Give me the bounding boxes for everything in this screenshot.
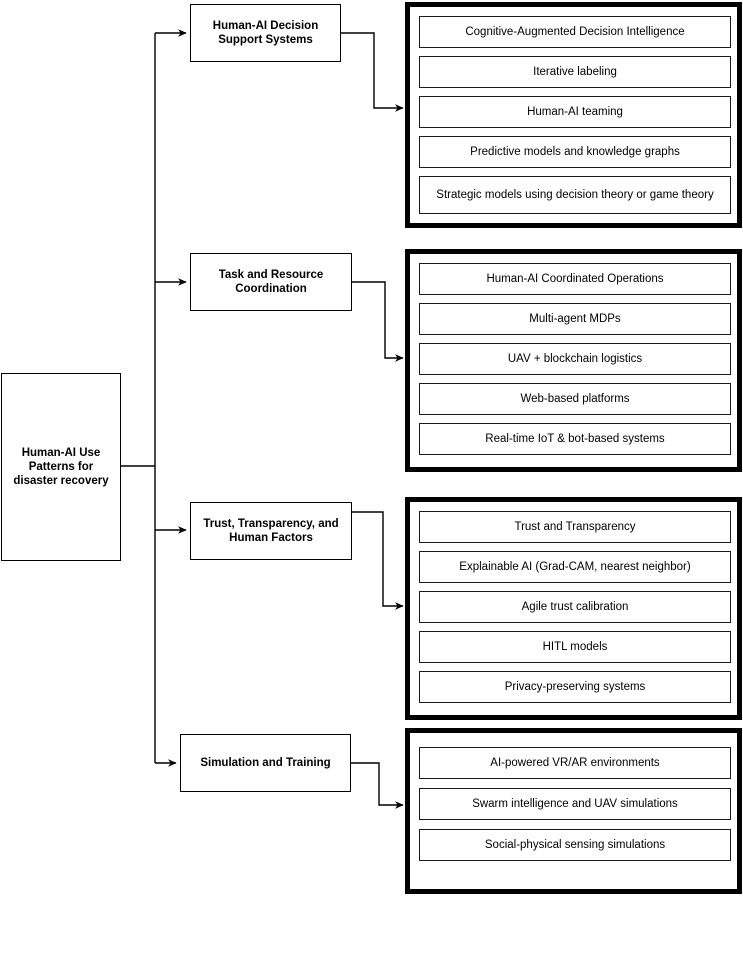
item-node[interactable]: AI-powered VR/AR environments bbox=[419, 747, 731, 779]
item-label: Privacy-preserving systems bbox=[504, 681, 646, 693]
item-node[interactable]: Privacy-preserving systems bbox=[419, 671, 731, 703]
item-label: UAV + blockchain logistics bbox=[507, 353, 643, 365]
item-node[interactable]: Cognitive-Augmented Decision Intelligenc… bbox=[419, 16, 731, 48]
category-label: Simulation and Training bbox=[200, 757, 331, 769]
item-node[interactable]: Human-AI teaming bbox=[419, 96, 731, 128]
edge-category-1-to-group-1 bbox=[341, 32, 404, 112]
category-label: Human-AI Decision Support Systems bbox=[212, 20, 319, 46]
item-label: Explainable AI (Grad-CAM, nearest neighb… bbox=[459, 561, 691, 573]
item-label: Human-AI teaming bbox=[527, 106, 623, 118]
item-node[interactable]: Iterative labeling bbox=[419, 56, 731, 88]
item-label: Agile trust calibration bbox=[521, 601, 629, 613]
item-node[interactable]: Real-time IoT & bot-based systems bbox=[419, 423, 731, 455]
category-label: Task and Resource Coordination bbox=[218, 269, 324, 295]
root-node[interactable]: Human-AI Use Patterns for disaster recov… bbox=[1, 373, 121, 561]
group-container-simulation-training: AI-powered VR/AR environments Swarm inte… bbox=[405, 728, 742, 894]
category-node-task-resource-coordination[interactable]: Task and Resource Coordination bbox=[190, 253, 352, 311]
item-node[interactable]: Explainable AI (Grad-CAM, nearest neighb… bbox=[419, 551, 731, 583]
item-label: Web-based platforms bbox=[520, 393, 630, 405]
item-label: Human-AI Coordinated Operations bbox=[486, 273, 664, 285]
edge-category-2-to-group-2 bbox=[352, 281, 404, 362]
item-label: Iterative labeling bbox=[533, 66, 617, 78]
item-label: Swarm intelligence and UAV simulations bbox=[472, 798, 678, 810]
category-node-trust-transparency-human-factors[interactable]: Trust, Transparency, and Human Factors bbox=[190, 502, 352, 560]
edge-category-3-to-group-3 bbox=[352, 511, 404, 610]
item-node[interactable]: Trust and Transparency bbox=[419, 511, 731, 543]
item-node[interactable]: Human-AI Coordinated Operations bbox=[419, 263, 731, 295]
item-node[interactable]: Swarm intelligence and UAV simulations bbox=[419, 788, 731, 820]
item-node[interactable]: Strategic models using decision theory o… bbox=[419, 176, 731, 214]
item-label: AI-powered VR/AR environments bbox=[490, 757, 660, 769]
item-node[interactable]: Agile trust calibration bbox=[419, 591, 731, 623]
item-label: Cognitive-Augmented Decision Intelligenc… bbox=[465, 26, 685, 38]
item-label: Strategic models using decision theory o… bbox=[436, 189, 714, 201]
item-node[interactable]: Web-based platforms bbox=[419, 383, 731, 415]
root-node-label: Human-AI Use Patterns for disaster recov… bbox=[13, 447, 109, 487]
item-label: Predictive models and knowledge graphs bbox=[470, 146, 680, 158]
category-label: Trust, Transparency, and Human Factors bbox=[203, 518, 339, 544]
category-node-simulation-training[interactable]: Simulation and Training bbox=[180, 734, 351, 792]
group-container-trust-transparency-human-factors: Trust and Transparency Explainable AI (G… bbox=[405, 497, 742, 720]
edge-category-4-to-group-4 bbox=[351, 762, 404, 809]
item-node[interactable]: Social-physical sensing simulations bbox=[419, 829, 731, 861]
item-node[interactable]: Predictive models and knowledge graphs bbox=[419, 136, 731, 168]
item-node[interactable]: UAV + blockchain logistics bbox=[419, 343, 731, 375]
item-label: Trust and Transparency bbox=[514, 521, 636, 533]
category-node-decision-support[interactable]: Human-AI Decision Support Systems bbox=[190, 4, 341, 62]
group-container-decision-support: Cognitive-Augmented Decision Intelligenc… bbox=[405, 2, 742, 228]
item-label: Social-physical sensing simulations bbox=[484, 839, 666, 851]
item-label: HITL models bbox=[542, 641, 608, 653]
item-label: Multi-agent MDPs bbox=[529, 313, 621, 325]
item-node[interactable]: HITL models bbox=[419, 631, 731, 663]
item-node[interactable]: Multi-agent MDPs bbox=[419, 303, 731, 335]
item-label: Real-time IoT & bot-based systems bbox=[485, 433, 665, 445]
group-container-task-resource-coordination: Human-AI Coordinated Operations Multi-ag… bbox=[405, 249, 742, 472]
